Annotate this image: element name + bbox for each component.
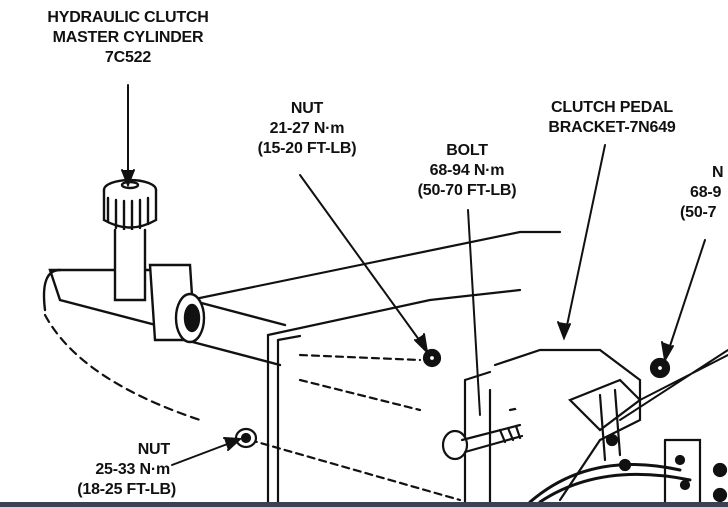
label-line: (15-20 FT-LB) bbox=[257, 140, 357, 157]
label-line: HYDRAULIC CLUTCH bbox=[47, 9, 209, 26]
dashed-alignment-3 bbox=[298, 378, 422, 412]
clutch-pedal-bracket bbox=[493, 348, 728, 504]
dash-panel-plate bbox=[266, 288, 522, 342]
dash-panel-top-edge bbox=[188, 230, 562, 302]
master-cylinder bbox=[42, 178, 287, 367]
label-line: 68-9 bbox=[690, 184, 722, 201]
label-line: N bbox=[712, 164, 724, 181]
label-line: BOLT bbox=[446, 142, 488, 159]
label-line: CLUTCH PEDAL bbox=[550, 99, 674, 116]
nut-right-part bbox=[649, 357, 671, 379]
label-line: (50-70 FT-LB) bbox=[417, 182, 517, 199]
hydraulic-line bbox=[43, 313, 202, 422]
label-line: NUT bbox=[137, 441, 170, 458]
label-line: (18-25 FT-LB) bbox=[77, 481, 176, 498]
label-line: BRACKET-7N649 bbox=[548, 119, 676, 136]
pedal-bracket-label: CLUTCH PEDAL BRACKET-7N649 bbox=[522, 98, 702, 138]
dashed-alignment-2 bbox=[248, 438, 462, 502]
dash-panel-side bbox=[266, 333, 280, 504]
label-line: MASTER CYLINDER bbox=[52, 29, 204, 46]
dashed-alignment-1 bbox=[298, 353, 422, 362]
bottom-bar bbox=[0, 502, 728, 507]
nut-top-label: NUT 21-27 N·m (15-20 FT-LB) bbox=[232, 99, 382, 159]
label-line: 21-27 N·m bbox=[269, 120, 345, 137]
nut-bottom-part bbox=[234, 427, 258, 449]
label-line: 25-33 N·m bbox=[95, 461, 170, 478]
nut-bottom-label: NUT 25-33 N·m (18-25 FT-LB) bbox=[36, 440, 176, 500]
label-line: 7C522 bbox=[104, 49, 152, 66]
master-cylinder-label: HYDRAULIC CLUTCH MASTER CYLINDER 7C522 bbox=[12, 8, 244, 68]
leader-lines bbox=[121, 84, 728, 466]
bolt-part bbox=[441, 423, 524, 461]
label-line: (50-7 bbox=[680, 204, 717, 221]
bolt-label: BOLT 68-94 N·m (50-70 FT-LB) bbox=[392, 141, 542, 201]
nut-right-label: N 68-9 (50-7 bbox=[680, 163, 724, 223]
label-line: NUT bbox=[290, 100, 324, 117]
label-line: 68-94 N·m bbox=[429, 162, 505, 179]
